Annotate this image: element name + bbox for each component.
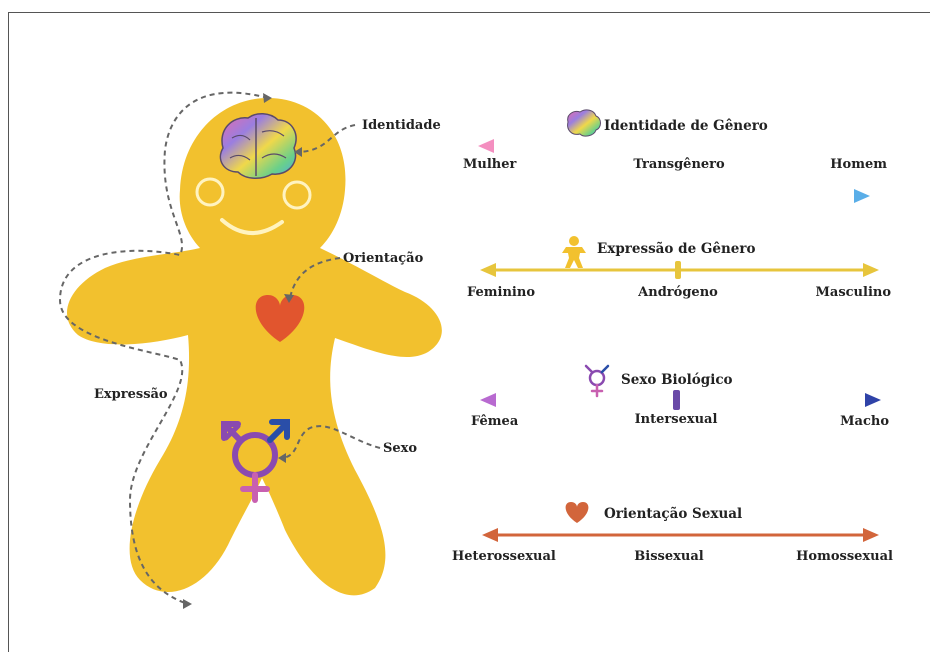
scale-left-label: Fêmea — [471, 415, 518, 428]
scale-title-expressao: Expressão de Gênero — [597, 243, 756, 257]
scale-marker — [673, 390, 680, 410]
scale-middle-label: Intersexual — [635, 413, 718, 426]
label-expressao: Expressão — [94, 388, 168, 401]
heart-small-icon — [566, 502, 589, 523]
scale-marker — [675, 261, 681, 279]
person-icon — [562, 236, 586, 268]
brain-icon-small — [568, 110, 601, 136]
scale-middle-label: Transgênero — [633, 158, 724, 171]
scale-right-label: Homem — [830, 158, 887, 171]
transgender-symbol-small-icon — [586, 366, 608, 396]
scale-left-label: Heterossexual — [452, 550, 556, 563]
scale-title-orientacao: Orientação Sexual — [604, 508, 742, 522]
scale-title-sexo: Sexo Biológico — [621, 374, 733, 388]
label-identidade: Identidade — [362, 119, 441, 132]
label-orientacao: Orientação — [343, 252, 423, 265]
scale-middle-label: Andrógeno — [638, 286, 718, 299]
scale-right-label: Homossexual — [796, 550, 893, 563]
scale-left-label: Feminino — [467, 286, 535, 299]
scale-left-label: Mulher — [463, 158, 516, 171]
scale-title-identidade: Identidade de Gênero — [604, 120, 768, 134]
label-sexo: Sexo — [383, 442, 417, 455]
scale-middle-label: Bissexual — [634, 550, 703, 563]
scale-right-label: Masculino — [816, 286, 892, 299]
scale-right-label: Macho — [840, 415, 889, 428]
brain-icon — [220, 114, 296, 179]
